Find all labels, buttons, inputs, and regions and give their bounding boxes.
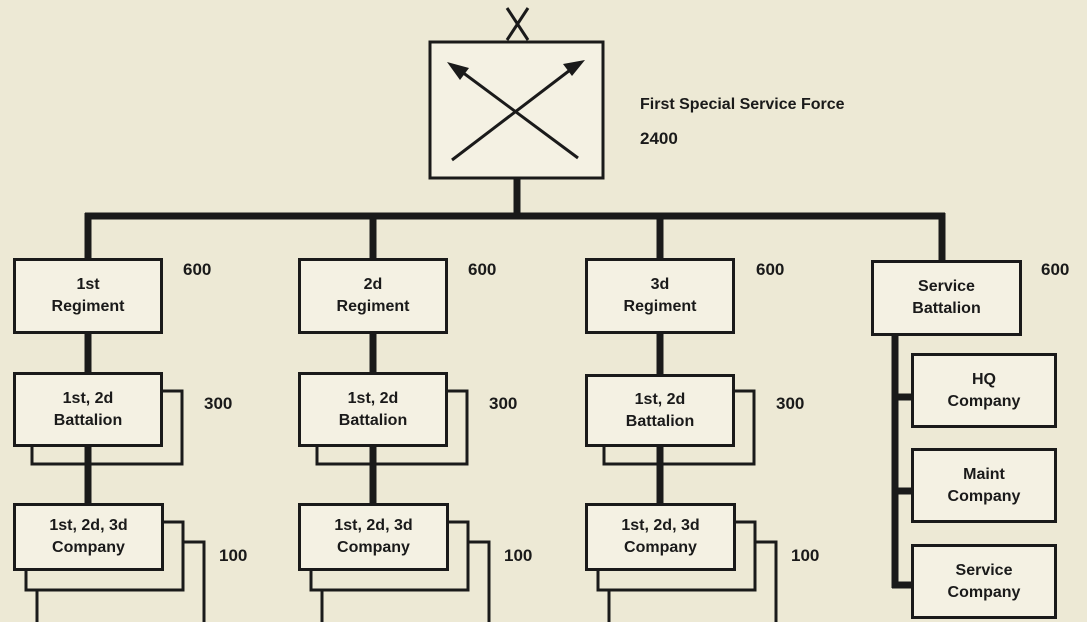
battalion-1-strength: 300 — [204, 394, 233, 413]
company-1-box: 1st, 2d, 3d Company — [13, 503, 164, 571]
regiment-2-box: 2d Regiment — [298, 258, 448, 334]
regiment-3-box: 3d Regiment — [585, 258, 735, 334]
battalion-3-strength: 300 — [776, 394, 805, 413]
battalion-1-box: 1st, 2d Battalion — [13, 372, 163, 447]
service-battalion-strength: 600 — [1041, 260, 1070, 279]
battalion-3-box: 1st, 2d Battalion — [585, 374, 735, 447]
battalion-2-box: 1st, 2d Battalion — [298, 372, 448, 447]
company-1-strength: 100 — [219, 546, 248, 565]
battalion-2-strength: 300 — [489, 394, 518, 413]
regiment-1-strength: 600 — [183, 260, 212, 279]
hq-company-box: HQ Company — [911, 353, 1057, 428]
company-stack-outlines — [24, 520, 778, 622]
battalion-stack-outlines — [30, 389, 756, 466]
company-3-strength: 100 — [791, 546, 820, 565]
regiment-2-strength: 600 — [468, 260, 497, 279]
company-3-box: 1st, 2d, 3d Company — [585, 503, 736, 571]
hq-symbol — [428, 7, 605, 180]
regiment-1-box: 1st Regiment — [13, 258, 163, 334]
company-2-strength: 100 — [504, 546, 533, 565]
regiment-3-strength: 600 — [756, 260, 785, 279]
hq-strength: 2400 — [640, 129, 678, 148]
maint-company-box: Maint Company — [911, 448, 1057, 523]
service-company-box: Service Company — [911, 544, 1057, 619]
service-battalion-box: Service Battalion — [871, 260, 1022, 336]
company-2-box: 1st, 2d, 3d Company — [298, 503, 449, 571]
hq-name: First Special Service Force — [640, 96, 845, 113]
